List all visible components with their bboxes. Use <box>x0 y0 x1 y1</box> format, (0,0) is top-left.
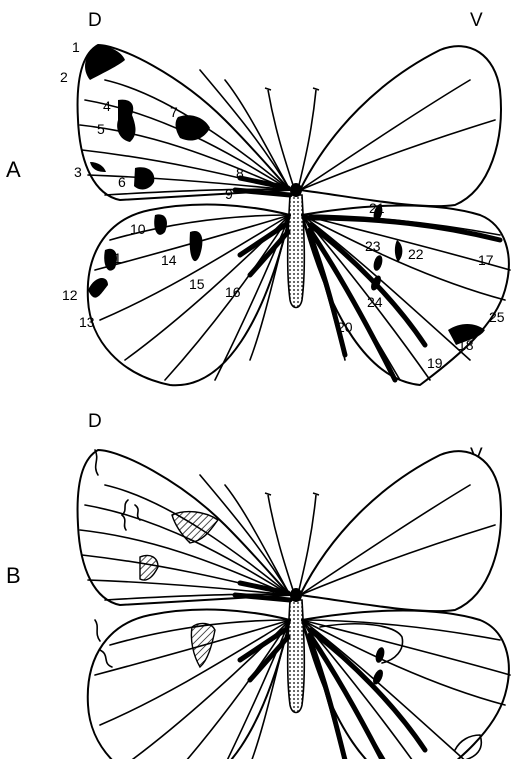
marker-23: 23 <box>365 238 381 254</box>
ventral-label-a: V <box>470 10 483 31</box>
panel-b: B D V <box>6 411 510 759</box>
marker-8: 8 <box>236 165 244 181</box>
marker-14: 14 <box>161 252 177 268</box>
marker-24: 24 <box>367 294 383 310</box>
panel-a: A D V <box>6 10 510 385</box>
panel-letter-a: A <box>6 157 21 182</box>
marker-1: 1 <box>72 39 80 55</box>
butterfly-b <box>78 450 510 759</box>
marker-9: 9 <box>225 186 233 202</box>
dorsal-label-b: D <box>88 411 102 432</box>
marker-22: 22 <box>408 246 424 262</box>
marker-6: 6 <box>118 174 126 190</box>
marker-19: 19 <box>427 355 443 371</box>
marker-7: 7 <box>170 104 178 120</box>
marker-4: 4 <box>103 98 111 114</box>
marker-13: 13 <box>79 314 95 330</box>
marker-10: 10 <box>130 221 146 237</box>
marker-3: 3 <box>74 164 82 180</box>
marker-15: 15 <box>189 276 205 292</box>
marker-21: 21 <box>369 200 385 216</box>
marker-11: 11 <box>107 250 122 266</box>
marker-18: 18 <box>458 337 474 353</box>
butterfly-a <box>78 45 510 385</box>
dorsal-label-a: D <box>88 10 102 31</box>
marker-16: 16 <box>225 284 241 300</box>
marker-20: 20 <box>337 319 353 335</box>
panel-letter-b: B <box>6 563 21 588</box>
marker-17: 17 <box>478 252 494 268</box>
marker-12: 12 <box>62 287 78 303</box>
marker-25: 25 <box>489 309 505 325</box>
marker-5: 5 <box>97 121 105 137</box>
marker-2: 2 <box>60 69 68 85</box>
